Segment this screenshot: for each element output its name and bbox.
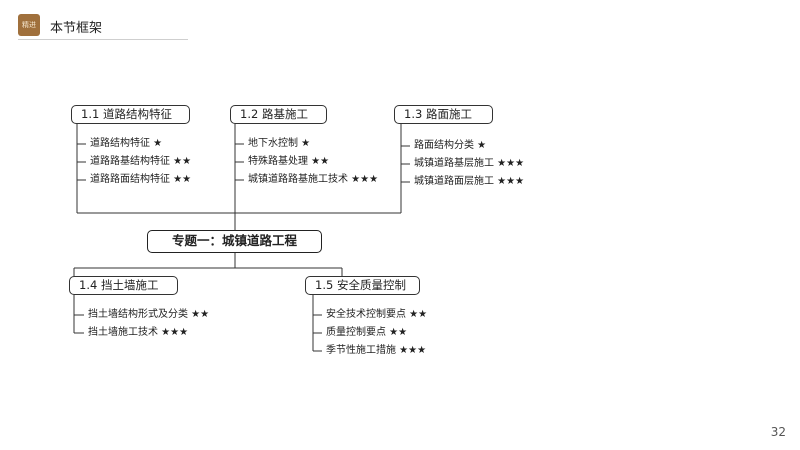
section-1-2-box: 1.2 路基施工: [230, 105, 327, 124]
list-item: 城镇道路路基施工技术 ★★★: [248, 174, 379, 185]
page-number: 32: [770, 425, 786, 439]
list-item: 季节性施工措施 ★★★: [326, 345, 427, 356]
list-item: 路面结构分类 ★: [414, 140, 487, 151]
page-title: 本节框架: [50, 21, 103, 36]
list-item: 特殊路基处理 ★★: [248, 156, 330, 167]
list-item: 安全技术控制要点 ★★: [326, 309, 428, 320]
section-1-4-box: 1.4 挡土墙施工: [69, 276, 178, 295]
section-1-3-box: 1.3 路面施工: [394, 105, 493, 124]
list-item: 挡土墙结构形式及分类 ★★: [88, 309, 210, 320]
list-item: 地下水控制 ★: [248, 138, 311, 149]
list-item: 城镇道路面层施工 ★★★: [414, 176, 525, 187]
logo-icon: 精进: [18, 14, 40, 36]
list-item: 挡土墙施工技术 ★★★: [88, 327, 189, 338]
list-item: 道路结构特征 ★: [90, 138, 163, 149]
list-item: 道路路基结构特征 ★★: [90, 156, 192, 167]
center-topic-box: 专题一：城镇道路工程: [147, 230, 322, 253]
section-1-1-box: 1.1 道路结构特征: [71, 105, 190, 124]
list-item: 质量控制要点 ★★: [326, 327, 408, 338]
section-1-5-box: 1.5 安全质量控制: [305, 276, 420, 295]
header-divider: [18, 39, 188, 40]
list-item: 道路路面结构特征 ★★: [90, 174, 192, 185]
list-item: 城镇道路基层施工 ★★★: [414, 158, 525, 169]
